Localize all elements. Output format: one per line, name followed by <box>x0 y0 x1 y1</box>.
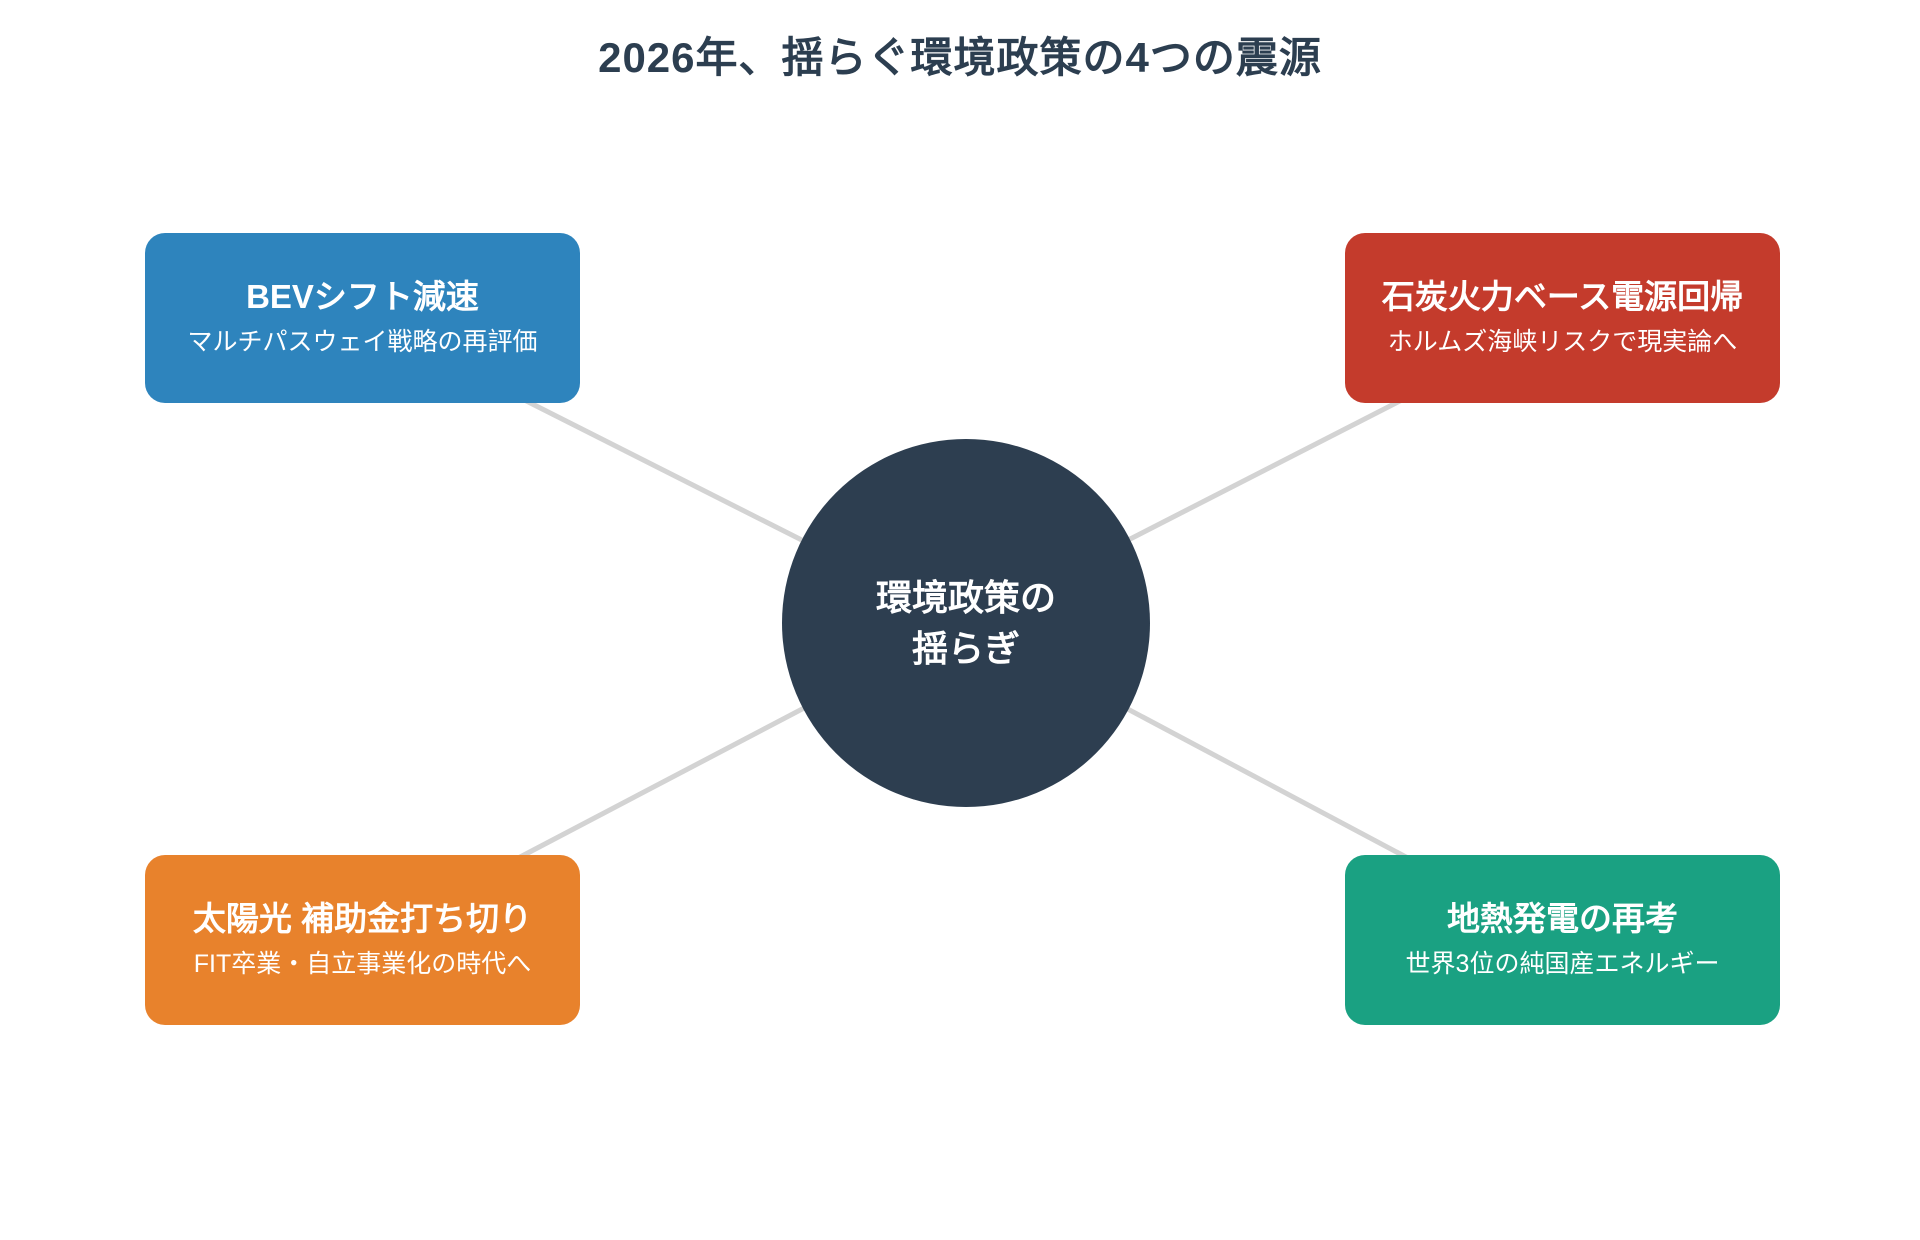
node-geothermal-rethink: 地熱発電の再考 世界3位の純国産エネルギー <box>1345 855 1780 1025</box>
node-bev-shift-title: BEVシフト減速 <box>246 278 479 316</box>
node-bev-shift-subtitle: マルチパスウェイ戦略の再評価 <box>187 328 538 357</box>
node-geothermal-rethink-subtitle: 世界3位の純国産エネルギー <box>1405 950 1720 979</box>
center-hub-label-line2: 揺らぎ <box>911 628 1020 669</box>
node-coal-power-return-subtitle: ホルムズ海峡リスクで現実論へ <box>1387 328 1738 357</box>
node-coal-power-return: 石炭火力ベース電源回帰 ホルムズ海峡リスクで現実論へ <box>1345 233 1780 403</box>
node-coal-power-return-title: 石炭火力ベース電源回帰 <box>1381 278 1744 316</box>
node-bev-shift: BEVシフト減速 マルチパスウェイ戦略の再評価 <box>145 233 580 403</box>
center-hub-label: 環境政策の 揺らぎ <box>876 572 1056 674</box>
node-geothermal-rethink-title: 地熱発電の再考 <box>1447 900 1678 938</box>
page-title: 2026年、揺らぐ環境政策の4つの震源 <box>598 34 1322 81</box>
node-solar-subsidy-cutoff-title: 太陽光 補助金打ち切り <box>192 900 533 938</box>
center-hub-label-line1: 環境政策の <box>875 576 1056 618</box>
center-hub: 環境政策の 揺らぎ <box>782 439 1150 807</box>
node-solar-subsidy-cutoff: 太陽光 補助金打ち切り FIT卒業・自立事業化の時代へ <box>145 855 580 1025</box>
node-solar-subsidy-cutoff-subtitle: FIT卒業・自立事業化の時代へ <box>193 950 532 979</box>
